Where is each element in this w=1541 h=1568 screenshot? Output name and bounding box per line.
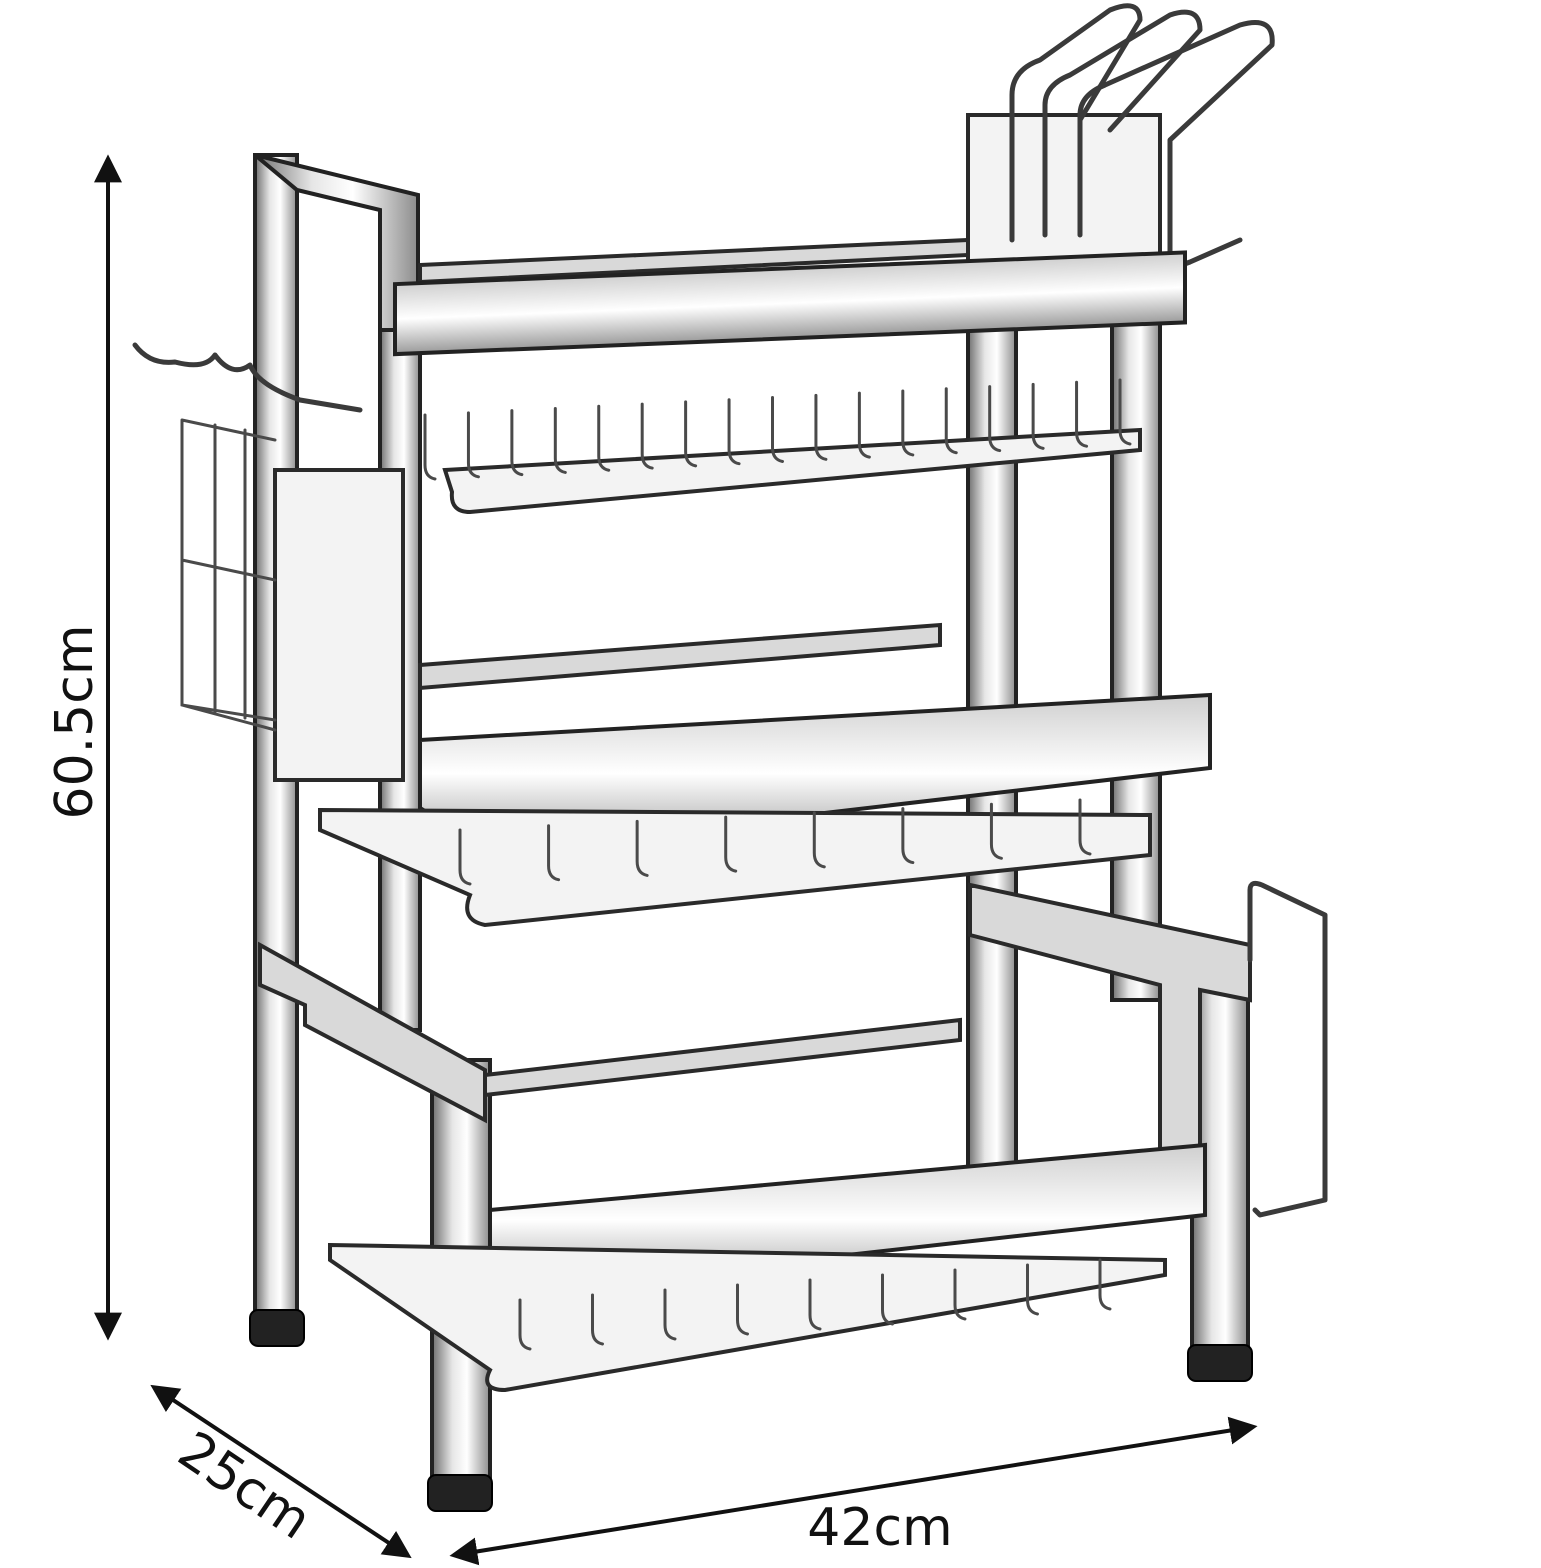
foot-front-right bbox=[1187, 1344, 1253, 1382]
front-right-post bbox=[1110, 298, 1162, 1002]
tier-3-side-frame bbox=[258, 941, 487, 1124]
tier-3-wires bbox=[518, 1258, 1112, 1351]
cutlery-basket bbox=[132, 342, 405, 782]
foot-front-left bbox=[427, 1474, 493, 1512]
tier-1-front-rail bbox=[393, 250, 1187, 357]
depth-label: 25cm bbox=[167, 1420, 321, 1551]
tier-1-drip-tray bbox=[442, 427, 1142, 515]
tier-2-wires bbox=[458, 798, 1092, 886]
tier-1 bbox=[393, 237, 1187, 515]
foot-back-left bbox=[249, 1309, 305, 1347]
tier-3-back-rail bbox=[483, 1017, 962, 1098]
tier-1-wires bbox=[423, 378, 1132, 481]
tier-2 bbox=[318, 622, 1212, 928]
tier-2-drip-tray bbox=[318, 807, 1152, 928]
height-label: 60.5cm bbox=[45, 624, 105, 819]
depth-dimension: 25cm bbox=[150, 1384, 412, 1559]
tier-3 bbox=[258, 941, 1207, 1393]
width-label: 42cm bbox=[807, 1498, 952, 1558]
tier-2-back-rail bbox=[418, 622, 942, 691]
height-dimension: 60.5cm bbox=[45, 154, 122, 1341]
tier-1-back-rail bbox=[418, 237, 970, 285]
dish-rack-illustration bbox=[132, 3, 1328, 1512]
width-dimension: 42cm bbox=[449, 1416, 1258, 1566]
